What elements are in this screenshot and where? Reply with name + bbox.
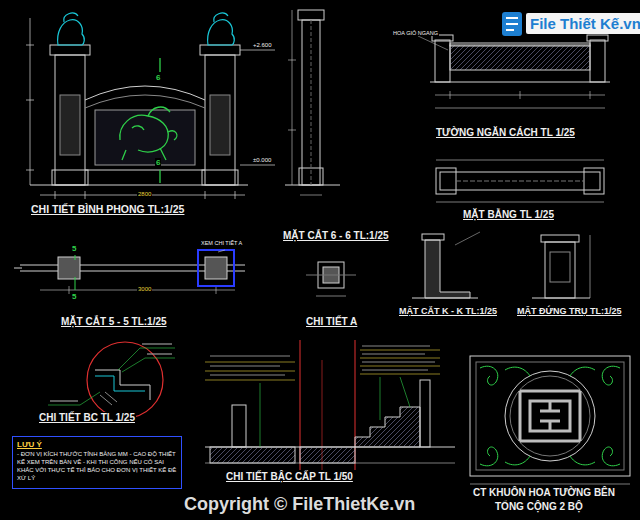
view-title: TƯỜNG NGĂN CÁCH TL 1/25 xyxy=(435,127,576,139)
section-mark: 6 xyxy=(155,158,161,167)
dimension: 3000 xyxy=(137,286,152,293)
view-title: CT KHUÔN HOA TƯỜNG BÊN xyxy=(472,487,616,499)
note-text: - ĐƠN VỊ KÍCH THƯỚC TÍNH BẰNG MM - CAO Đ… xyxy=(17,451,177,482)
level-mark: +2.600 xyxy=(252,42,273,49)
view-title: MẶT BẰNG TL 1/25 xyxy=(462,209,555,221)
section-mark: 6 xyxy=(155,73,161,82)
view-title: MẶT CẮT K - K TL:1/25 xyxy=(398,306,498,316)
section-mark: 5 xyxy=(71,244,77,253)
view-title: MẶT CẮT 6 - 6 TL:1/25 xyxy=(282,230,390,242)
dimension: 2800 xyxy=(137,191,152,198)
view-title: CHI TIẾT BÌNH PHONG TL:1/25 xyxy=(30,203,185,215)
view-title: MẶT ĐỨNG TRỤ TL:1/25 xyxy=(516,306,622,316)
view-title: TỔNG CỘNG 2 BỘ xyxy=(494,501,584,513)
section-mark: 5 xyxy=(71,292,77,301)
note-box: LƯU Ý- ĐƠN VỊ KÍCH THƯỚC TÍNH BẰNG MM - … xyxy=(12,436,182,489)
view-title: CHI TIẾT BẬC CẤP TL 1/50 xyxy=(225,471,354,483)
level-mark: ±0.000 xyxy=(252,157,272,164)
logo-text: File Thiết Kế.vn xyxy=(526,13,640,34)
note-text: XEM CHI TIẾT A xyxy=(200,240,243,246)
note-heading: LƯU Ý xyxy=(17,440,177,450)
view-title: MẶT CẮT 5 - 5 TL:1/25 xyxy=(60,316,168,328)
view-title: CHI TIẾT BC TL 1/25 xyxy=(38,412,136,424)
note-text: HOA GIÓ NGANG xyxy=(392,30,439,36)
watermark: Copyright © FileThietKe.vn xyxy=(183,494,416,515)
view-title: CHI TIẾT A xyxy=(305,316,358,328)
